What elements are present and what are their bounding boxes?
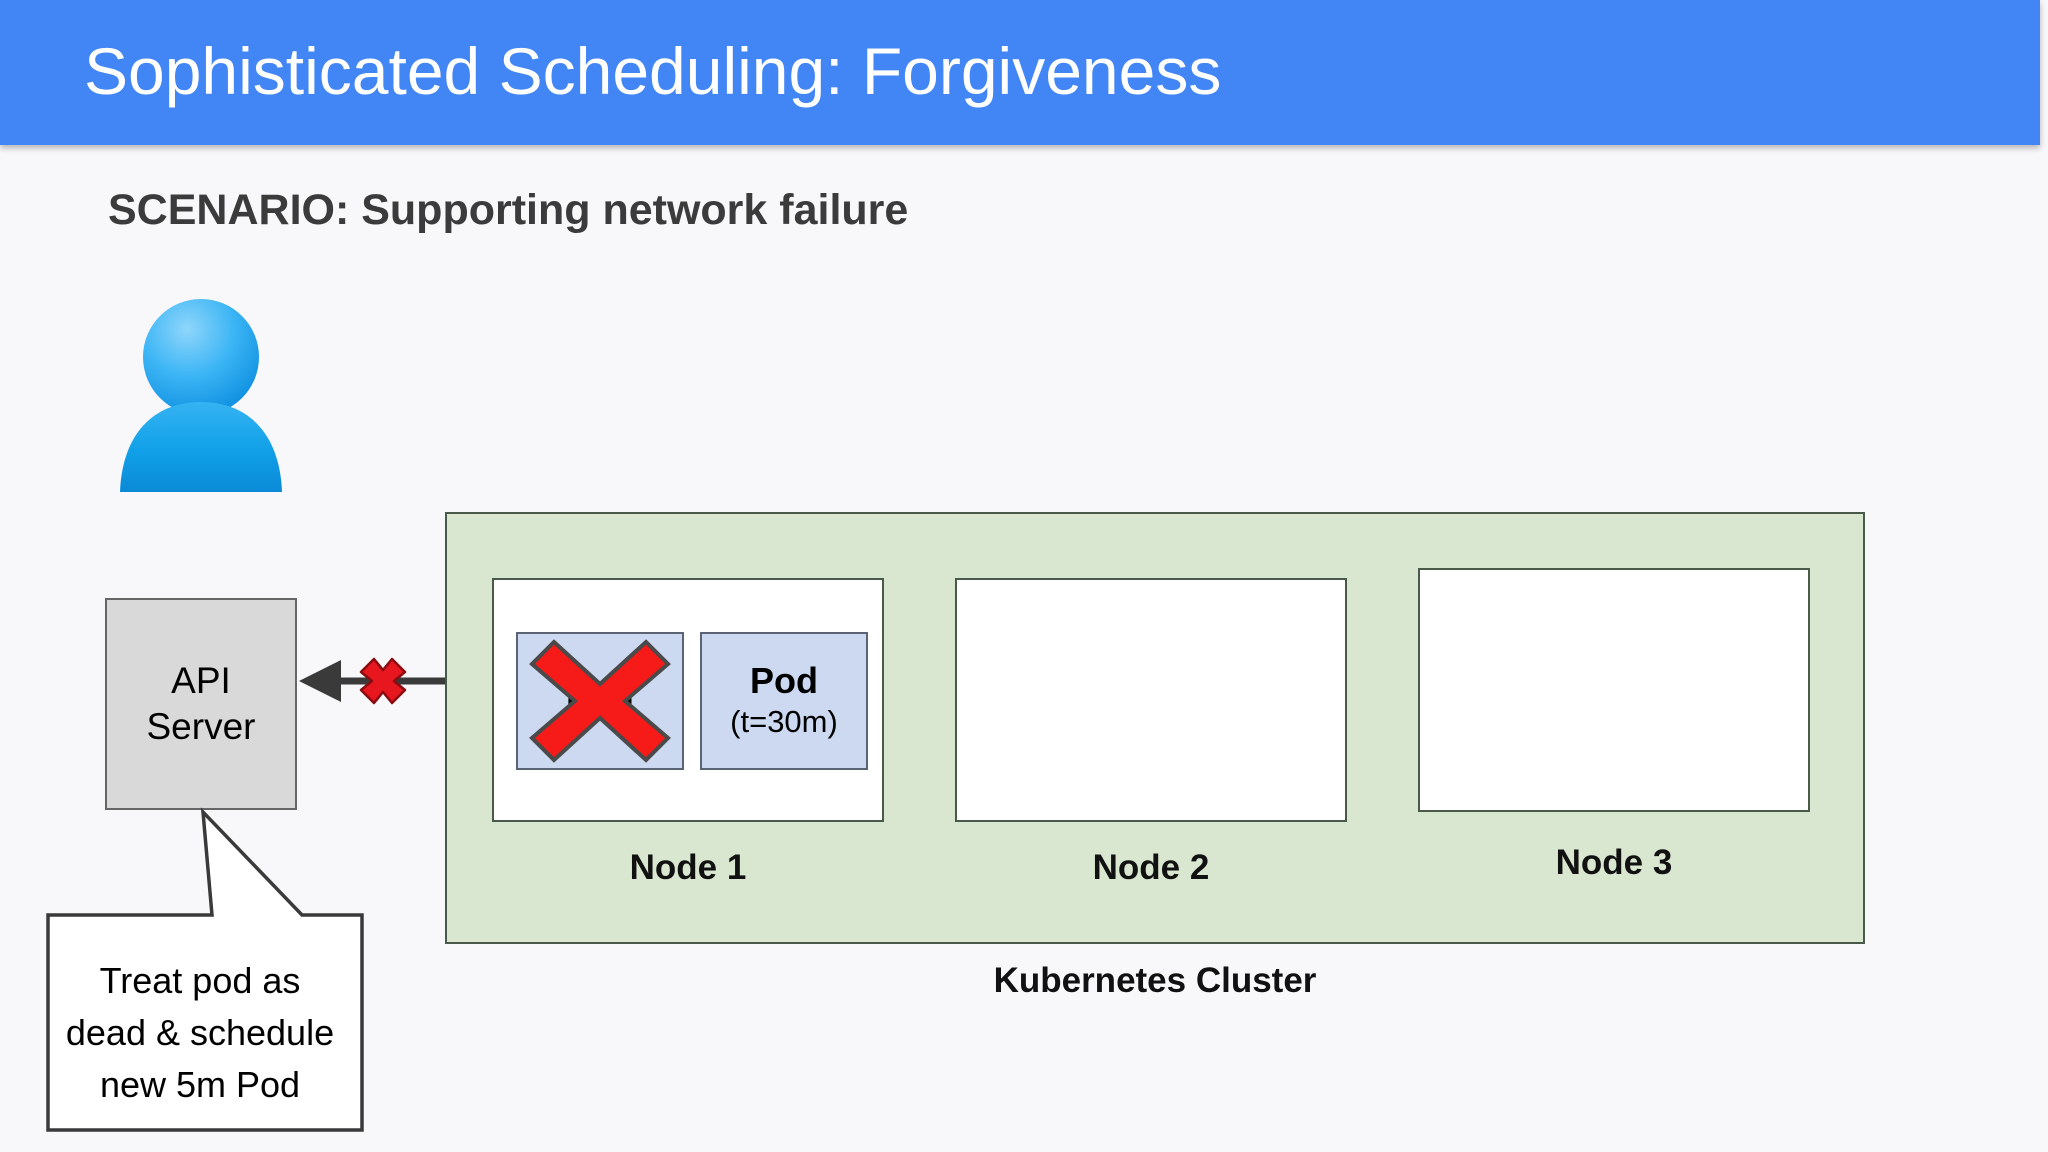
pod-failed-name: Pod bbox=[566, 680, 634, 721]
api-server-line-1: API bbox=[171, 660, 231, 701]
scenario-label: SCENARIO: Supporting network failure bbox=[108, 186, 909, 234]
callout-balloon bbox=[40, 805, 370, 1135]
pod-running-box: Pod (t=30m) bbox=[700, 632, 868, 770]
pod-running-name: Pod bbox=[750, 660, 818, 701]
pod-failed-box: Pod bbox=[516, 632, 684, 770]
pod-running-detail: (t=30m) bbox=[730, 704, 838, 739]
callout-line-3: new 5m Pod bbox=[99, 1064, 301, 1105]
api-server-line-2: Server bbox=[146, 706, 256, 747]
callout-text: Treat pod as dead & schedule new 5m Pod bbox=[48, 955, 352, 1111]
node-box-3 bbox=[1418, 568, 1810, 812]
user-avatar-icon bbox=[118, 296, 284, 494]
node-label-1: Node 1 bbox=[629, 848, 747, 887]
slide-header-bar bbox=[0, 0, 2040, 145]
callout-line-1: Treat pod as bbox=[99, 960, 301, 1001]
callout-line-2: dead & schedule bbox=[65, 1012, 335, 1053]
node-box-2 bbox=[955, 578, 1347, 822]
node-label-3: Node 3 bbox=[1555, 843, 1673, 882]
cluster-label: Kubernetes Cluster bbox=[993, 961, 1317, 1000]
node-label-2: Node 2 bbox=[1092, 848, 1210, 887]
page-title: Sophisticated Scheduling: Forgiveness bbox=[84, 34, 1222, 108]
api-server-box: API Server bbox=[105, 598, 297, 810]
